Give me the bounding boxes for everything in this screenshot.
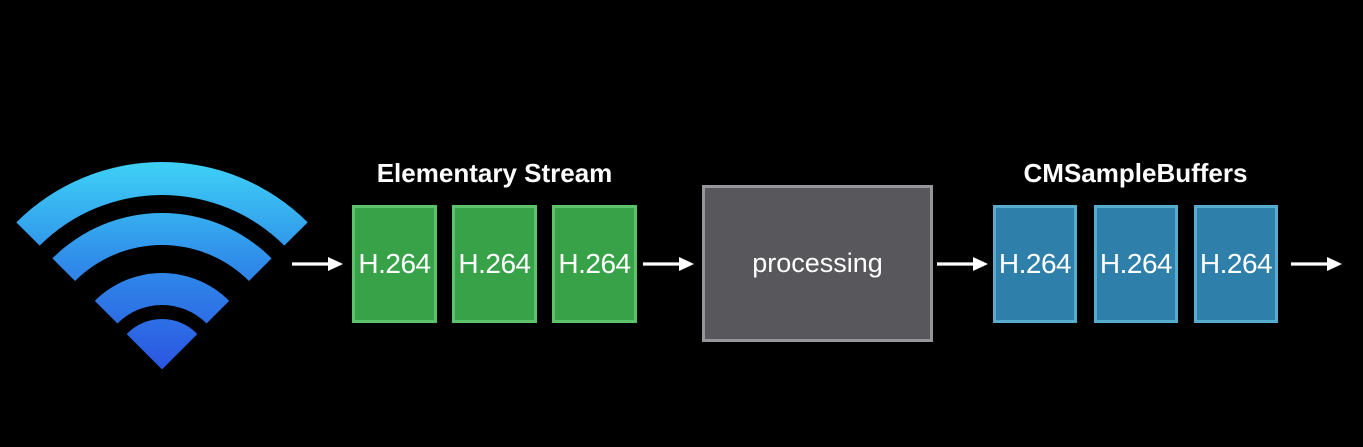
wifi-arc-middle — [52, 213, 272, 282]
processing-box: processing — [702, 185, 933, 342]
h264-samplebuffer-box: H.264 — [993, 205, 1077, 323]
h264-samplebuffer-box: H.264 — [1194, 205, 1278, 323]
arrow-right-icon — [643, 257, 694, 271]
wifi-icon — [16, 162, 308, 369]
wifi-arc-inner — [94, 272, 230, 324]
h264-nal-unit-box: H.264 — [352, 205, 437, 323]
h264-nal-unit-box: H.264 — [552, 205, 637, 323]
h264-nal-unit-box: H.264 — [452, 205, 537, 323]
h264-samplebuffer-box: H.264 — [1094, 205, 1178, 323]
arrow-right-icon — [292, 257, 343, 271]
elementary-stream-label: Elementary Stream — [376, 158, 613, 188]
arrow-right-icon — [937, 257, 988, 271]
arrow-right-icon — [1291, 257, 1342, 271]
wifi-arc-outer — [16, 162, 308, 246]
cmsamplebuffers-label: CMSampleBuffers — [1023, 158, 1248, 188]
wifi-wedge — [127, 319, 197, 369]
